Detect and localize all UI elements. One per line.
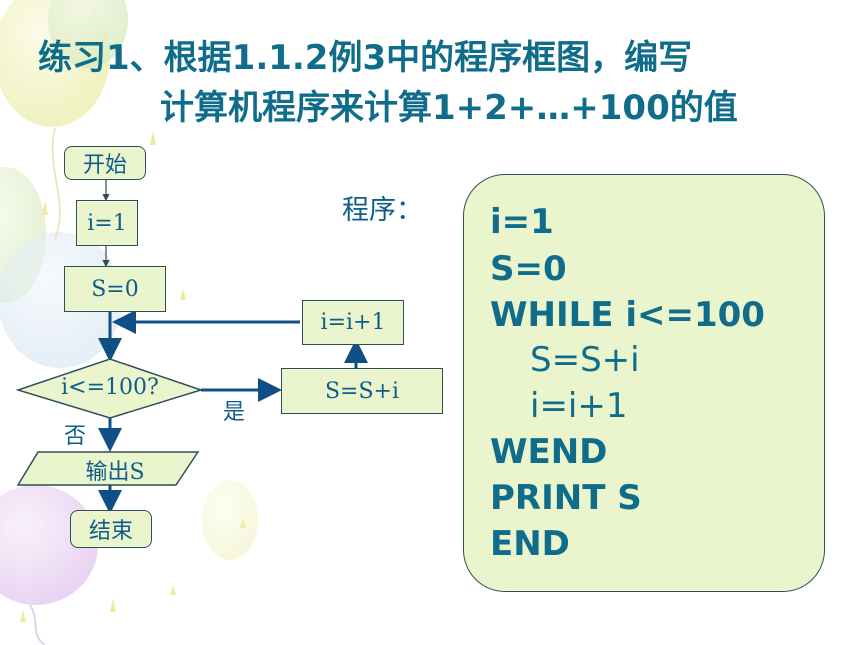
flowchart-init-i: i=1: [76, 200, 138, 246]
flowchart-increment-label: i=i+1: [320, 310, 386, 335]
flowchart-decision-label: i<=100?: [61, 375, 159, 400]
code-line: WEND: [490, 432, 608, 472]
flowchart-accumulate-label: S=S+i: [324, 378, 400, 404]
program-label: 程序：: [342, 195, 423, 226]
code-line: WHILE i<=100: [490, 295, 765, 335]
flowchart-no-label: 否: [64, 424, 87, 449]
flowchart-output-label: 输出S: [85, 460, 145, 485]
flowchart-end: 结束: [70, 510, 152, 548]
flowchart-yes-label: 是: [223, 400, 246, 425]
code-line: i=1: [490, 202, 554, 242]
flowchart-init-s: S=0: [64, 266, 166, 312]
flowchart-init-s-label: S=0: [91, 276, 139, 302]
flowchart-start-label: 开始: [82, 153, 127, 178]
flowchart-accumulate: S=S+i: [281, 368, 443, 414]
title-line-2: 计算机程序来计算1+2+…+100的值: [160, 88, 738, 128]
code-line: i=i+1: [530, 386, 628, 426]
flowchart-start: 开始: [64, 146, 146, 180]
code-line: PRINT S: [490, 478, 642, 518]
program-code-box: [463, 174, 825, 592]
flowchart-end-label: 结束: [88, 519, 133, 544]
title-line-1: 练习1、根据1.1.2例3中的程序框图，编写: [38, 38, 693, 78]
code-line: S=S+i: [530, 340, 640, 380]
flowchart-init-i-label: i=1: [87, 210, 127, 236]
code-line: END: [490, 524, 570, 564]
flowchart-increment: i=i+1: [302, 300, 404, 345]
code-line: S=0: [490, 249, 567, 289]
